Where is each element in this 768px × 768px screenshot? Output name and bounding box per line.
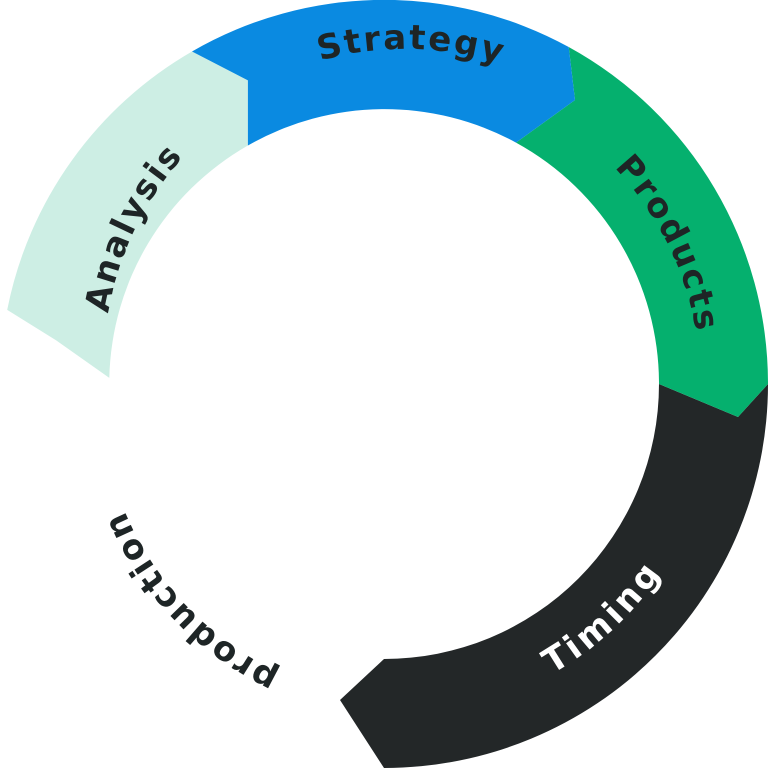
segment-analysis xyxy=(7,51,248,378)
segment-production xyxy=(0,309,384,768)
segment-products xyxy=(516,47,768,417)
segment-timing xyxy=(340,384,768,768)
segment-strategy xyxy=(192,0,575,146)
